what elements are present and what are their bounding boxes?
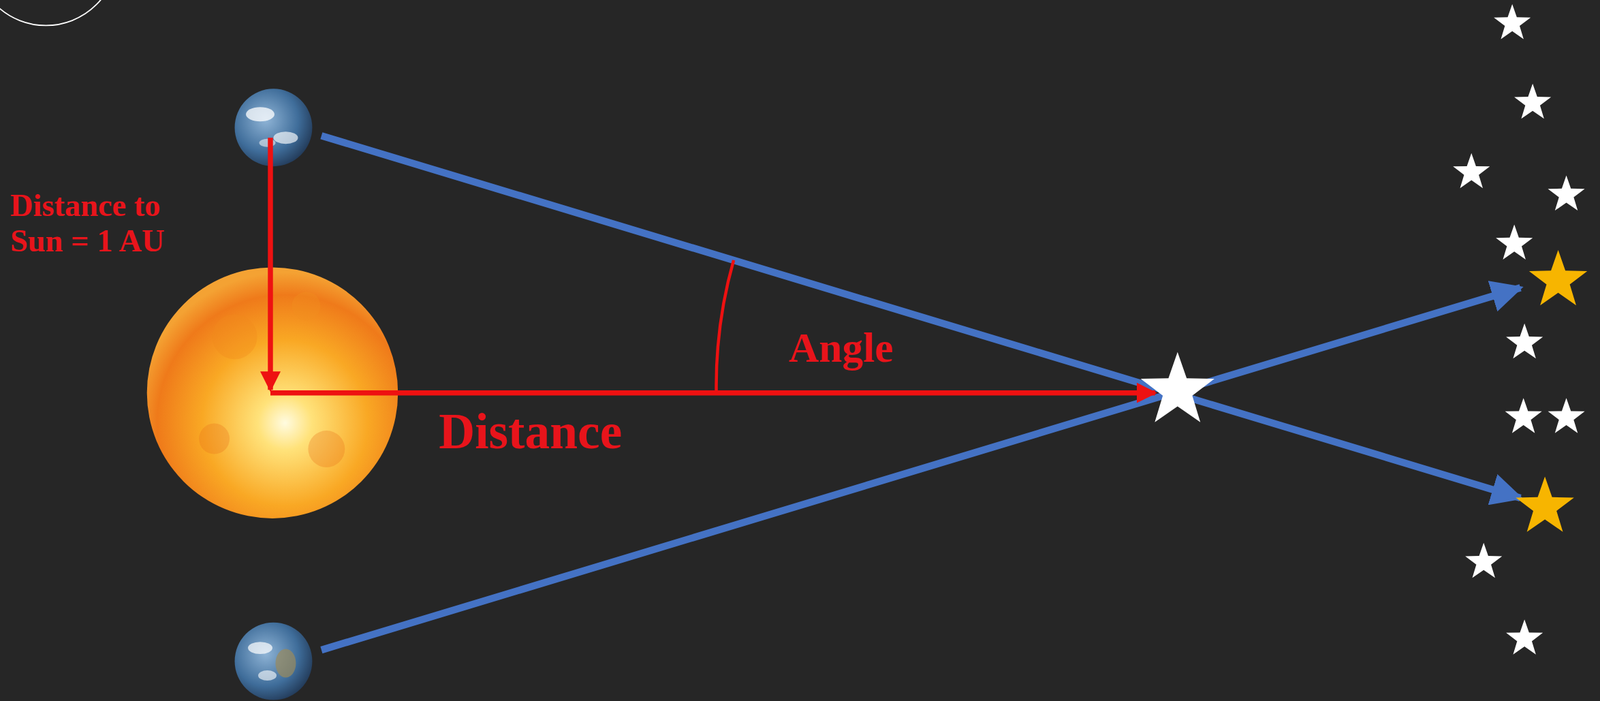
near-star	[1140, 352, 1215, 423]
distance-arrow	[270, 390, 1156, 396]
angle-label: Angle	[788, 324, 894, 372]
sight-line	[321, 287, 1521, 650]
earth-top	[234, 88, 313, 167]
sight-line	[321, 135, 1521, 498]
corner-circle	[0, 0, 118, 26]
background-stars	[1452, 4, 1585, 655]
distance-label: Distance	[438, 403, 622, 460]
shifted-star	[1515, 249, 1588, 532]
earth-bottom	[234, 622, 313, 701]
angle-arc	[716, 260, 735, 394]
au-label: Distance to Sun = 1 AU	[10, 187, 215, 259]
au-arrow	[267, 137, 273, 390]
